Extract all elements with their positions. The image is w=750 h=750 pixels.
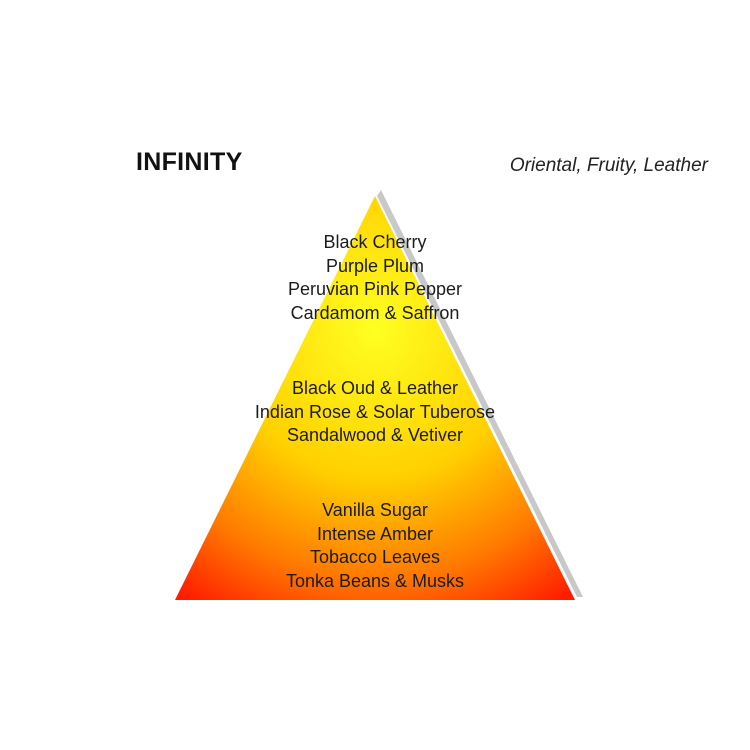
- note-item: Black Cherry: [323, 232, 427, 252]
- note-item: Tobacco Leaves: [309, 547, 441, 567]
- note-item: Purple Plum: [325, 255, 425, 276]
- note-item: Cardamom & Saffron: [290, 302, 460, 323]
- note-item: Tonka Beans & Musks: [285, 570, 465, 591]
- base-notes: Vanilla Sugar Intense Amber Tobacco Leav…: [0, 499, 750, 593]
- note-item: Sandalwood & Vetiver: [286, 425, 464, 445]
- pyramid-body: [175, 196, 575, 600]
- page-title: INFINITY: [136, 148, 243, 176]
- note-item: Indian Rose & Solar Tuberose: [254, 401, 496, 422]
- pyramid-shadow: [377, 190, 583, 597]
- note-item: Peruvian Pink Pepper: [287, 279, 463, 299]
- heart-notes: Black Oud & Leather Indian Rose & Solar …: [0, 377, 750, 448]
- fragrance-family: Oriental, Fruity, Leather: [509, 155, 708, 176]
- note-item: Black Oud & Leather: [291, 378, 459, 398]
- top-notes: Black Cherry Purple Plum Peruvian Pink P…: [0, 231, 750, 325]
- note-item: Intense Amber: [316, 523, 434, 544]
- note-item: Vanilla Sugar: [322, 500, 428, 520]
